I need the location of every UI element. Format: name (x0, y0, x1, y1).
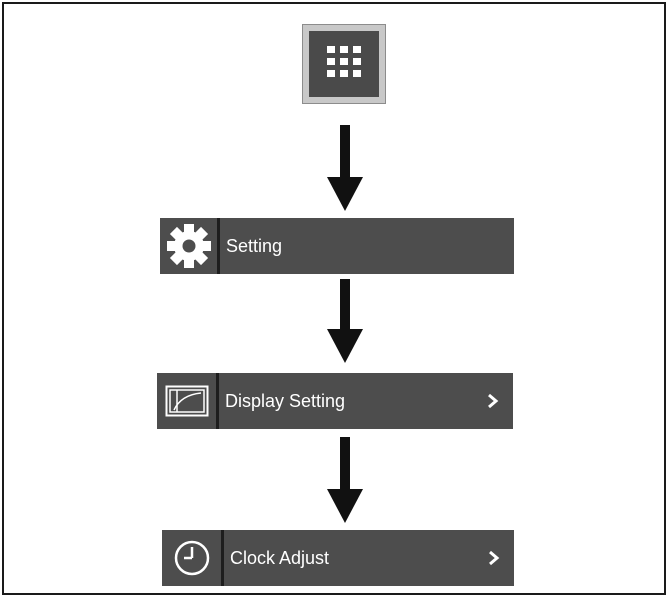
menu-button[interactable] (302, 24, 386, 104)
display-picture-icon (157, 373, 219, 429)
chevron-right-icon (474, 530, 514, 586)
display-setting-label: Display Setting (225, 390, 346, 411)
grid-icon (327, 45, 361, 83)
chevron-right-icon (473, 373, 513, 429)
clock-icon (162, 530, 224, 586)
setting-label: Setting (226, 235, 283, 256)
gear-icon (160, 218, 220, 274)
setting-menu-item[interactable]: Setting (160, 218, 514, 274)
arrow-down-icon (327, 279, 363, 363)
arrow-down-icon (327, 125, 363, 211)
arrow-down-icon (327, 437, 363, 523)
clock-adjust-label: Clock Adjust (230, 547, 330, 568)
clock-adjust-menu-item[interactable]: Clock Adjust (162, 530, 514, 586)
display-setting-menu-item[interactable]: Display Setting (157, 373, 513, 429)
